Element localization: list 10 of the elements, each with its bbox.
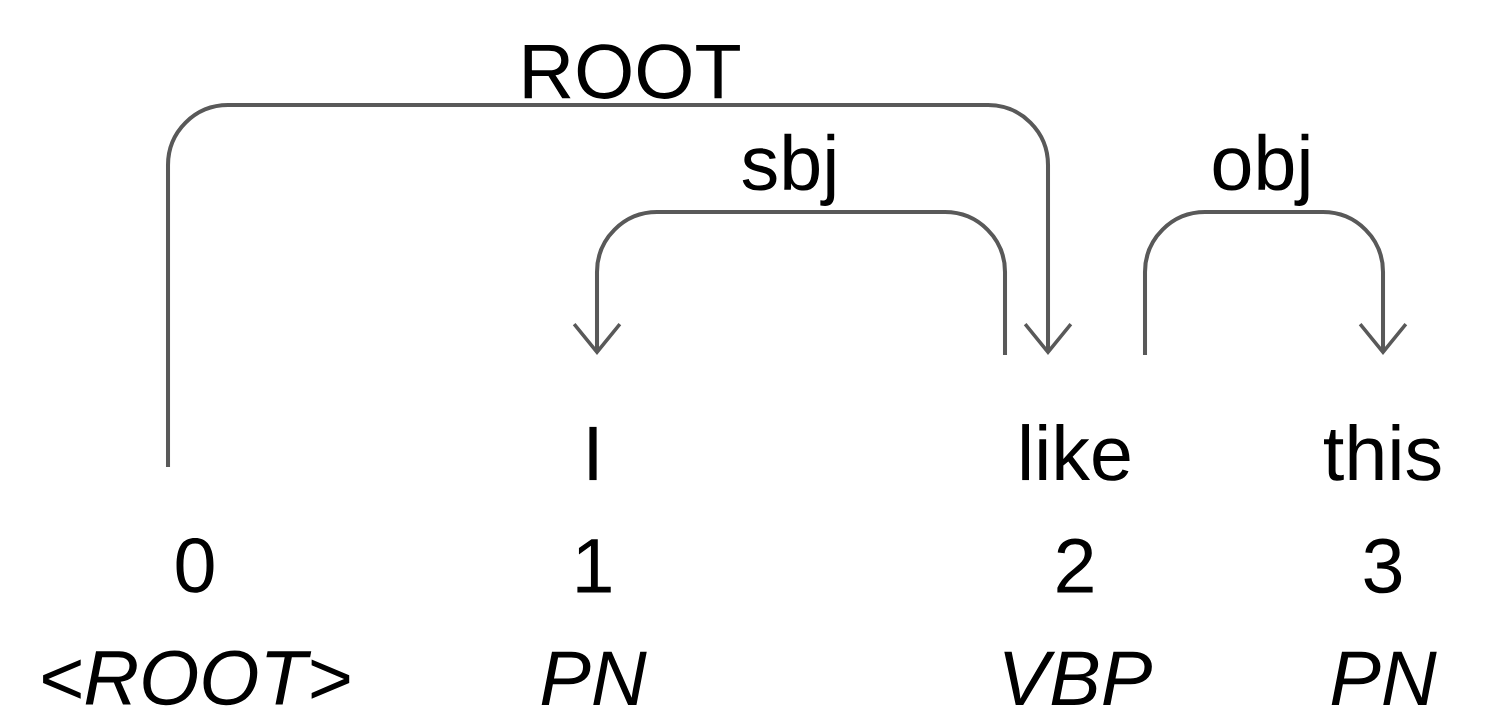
token-column: this 3 PN (1324, 424, 1441, 705)
arrow (572, 209, 1007, 355)
edge-label: sbj (738, 132, 842, 208)
arrow (166, 103, 1073, 467)
token-column: I 1 PN (541, 426, 647, 705)
token-column: like 2 VBP (1004, 424, 1152, 705)
edge-label: obj (1208, 132, 1316, 208)
arrow (1143, 209, 1408, 355)
token-column: 0 <ROOT> (43, 538, 350, 706)
edge-label: ROOT (516, 42, 744, 101)
